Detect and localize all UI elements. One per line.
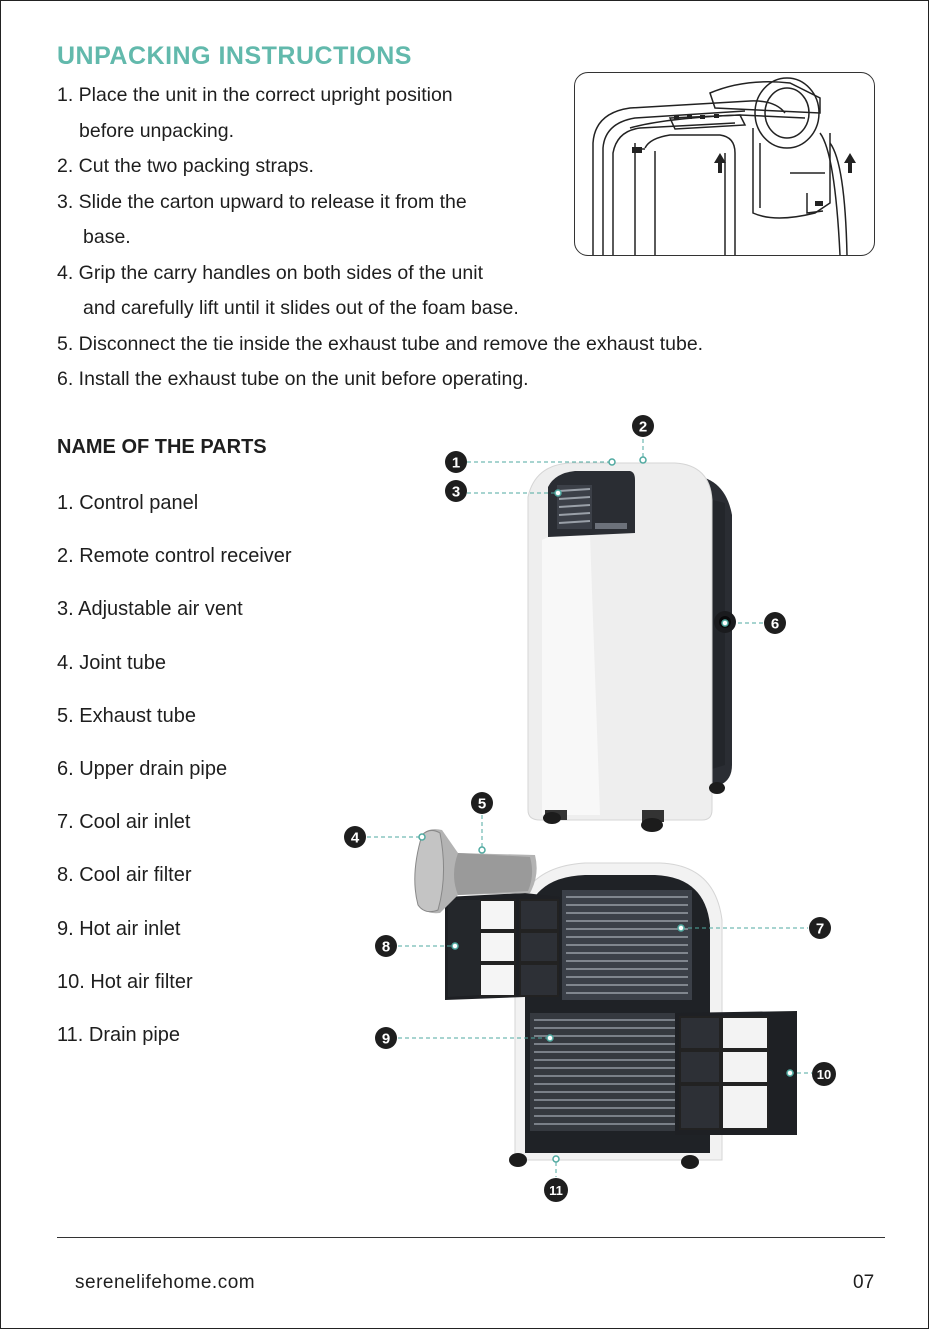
callout-number: 5 — [478, 796, 486, 813]
callout-4: 4 — [344, 826, 366, 848]
part-item: 10. Hot air filter — [57, 970, 193, 993]
part-item: 1. Control panel — [57, 492, 199, 514]
callout-2: 2 — [632, 415, 654, 437]
callout-number: 7 — [816, 921, 824, 938]
part-item: 9. Hot air inlet — [57, 917, 181, 940]
instruction-line: 3. Slide the carton upward to release it… — [57, 190, 467, 213]
part-item: 2. Remote control receiver — [57, 545, 292, 568]
callout-8: 8 — [375, 935, 397, 957]
instruction-line: 1. Place the unit in the correct upright… — [57, 84, 453, 106]
callout-number: 10 — [817, 1067, 831, 1082]
callout-7: 7 — [809, 917, 831, 939]
part-item: 8. Cool air filter — [57, 864, 192, 887]
back-unit-illustration — [414, 829, 797, 1169]
front-unit-illustration — [527, 462, 736, 832]
callout-number: 1 — [452, 455, 460, 472]
callout-6: 6 — [764, 612, 786, 634]
callout-1: 1 — [445, 451, 467, 473]
parts-diagram: 1 2 3 6 5 4 7 8 9 10 11 — [344, 415, 836, 1202]
part-item: 3. Adjustable air vent — [57, 598, 243, 621]
callout-number: 2 — [639, 419, 647, 436]
page-number: 07 — [853, 1272, 875, 1293]
instruction-line: 4. Grip the carry handles on both sides … — [57, 261, 484, 284]
callout-11: 11 — [544, 1178, 568, 1202]
callout-number: 4 — [351, 830, 360, 847]
instruction-line: 6. Install the exhaust tube on the unit … — [57, 368, 529, 390]
callout-5: 5 — [471, 792, 493, 814]
part-item: 4. Joint tube — [57, 651, 166, 674]
parts-heading: NAME OF THE PARTS — [57, 436, 267, 458]
part-item: 6. Upper drain pipe — [57, 757, 228, 780]
footer-divider — [57, 1237, 885, 1238]
unpacking-illustration — [574, 72, 875, 256]
part-item: 11. Drain pipe — [57, 1023, 181, 1046]
leader-lines — [367, 439, 812, 1177]
instruction-line: and carefully lift until it slides out o… — [83, 297, 519, 319]
unpacking-title: UNPACKING INSTRUCTIONS — [57, 42, 412, 70]
footer-website: serenelifehome.com — [75, 1272, 256, 1293]
parts-list: 1. Control panel 2. Remote control recei… — [57, 488, 292, 1073]
callout-3: 3 — [445, 480, 467, 502]
callout-9: 9 — [375, 1027, 397, 1049]
instruction-line: before unpacking. — [79, 119, 235, 142]
callout-number: 3 — [452, 484, 460, 501]
part-item: 5. Exhaust tube — [57, 704, 196, 727]
instruction-line: 5. Disconnect the tie inside the exhaust… — [57, 332, 704, 355]
part-item: 7. Cool air inlet — [57, 811, 191, 834]
callout-number: 11 — [549, 1183, 563, 1198]
unpacking-instructions: 1. Place the unit in the correct upright… — [57, 80, 817, 400]
callout-10: 10 — [812, 1062, 836, 1086]
callout-number: 8 — [382, 939, 390, 956]
callout-number: 9 — [382, 1031, 390, 1048]
instruction-line: base. — [83, 226, 131, 248]
instruction-line: 2. Cut the two packing straps. — [57, 155, 314, 177]
leader-endpoints — [418, 456, 794, 1163]
unit-lift-drawing — [592, 77, 856, 255]
callout-number: 6 — [771, 616, 779, 633]
